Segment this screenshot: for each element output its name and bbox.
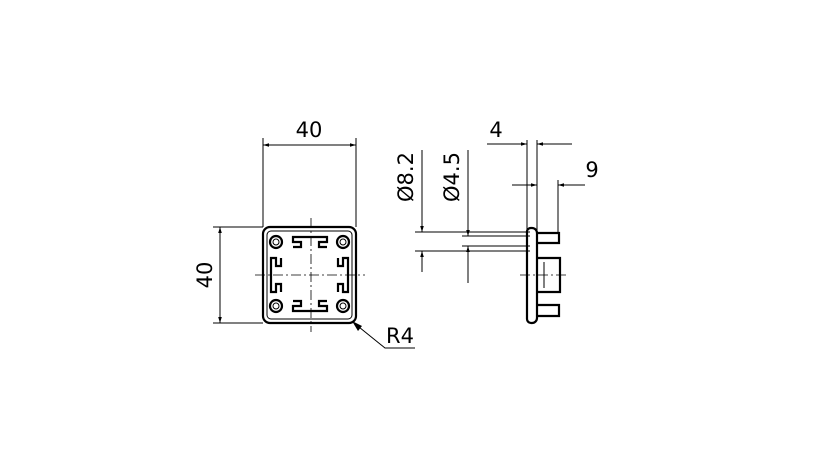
side-view: Ø8.2 Ø4.5 4 9: [394, 118, 599, 325]
depth-label: 9: [585, 158, 598, 182]
t-slot-tabs: [269, 235, 350, 313]
width-dimension-label: 40: [296, 118, 323, 142]
inner-diameter-label: Ø4.5: [440, 152, 464, 202]
outer-diameter-label: Ø8.2: [394, 152, 418, 202]
bottom-peg: [537, 303, 561, 318]
radius-leader: [353, 322, 415, 349]
cap-plate-profile: [525, 226, 539, 325]
corner-holes: [268, 234, 351, 314]
thickness-label: 4: [489, 118, 502, 142]
front-view: 40 40 R4: [193, 118, 415, 349]
top-peg: [537, 231, 561, 245]
radius-label: R4: [386, 324, 414, 348]
height-dimension-label: 40: [193, 262, 217, 289]
